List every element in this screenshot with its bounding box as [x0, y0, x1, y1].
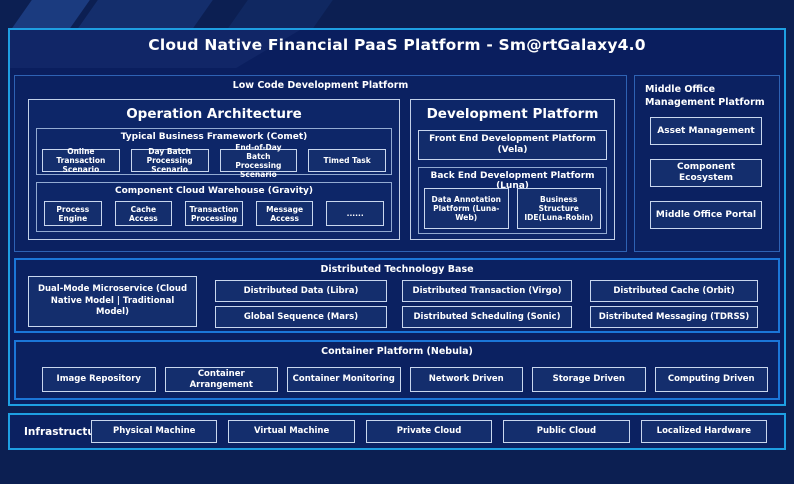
- box-physical-machine: Physical Machine: [91, 420, 218, 443]
- infrastructure-items-row: Physical Machine Virtual Machine Private…: [91, 420, 768, 443]
- page-title: Cloud Native Financial PaaS Platform - S…: [148, 36, 646, 54]
- box-day-batch-processing-scenario: Day Batch Processing Scenario: [130, 147, 209, 174]
- box-localized-hardware: Localized Hardware: [640, 420, 768, 443]
- box-container-monitoring: Container Monitoring: [287, 367, 401, 392]
- decorative-diagonal-band: [78, 0, 213, 28]
- decorative-diagonal-band: [228, 0, 333, 28]
- box-transaction-processing: Transaction Processing: [185, 201, 243, 226]
- box-online-transaction-scenario: Online Transaction Scenario: [42, 147, 120, 174]
- decorative-diagonal-band: [12, 0, 90, 28]
- box-dual-mode-microservice: Dual-Mode Microservice (Cloud Native Mod…: [28, 276, 197, 327]
- box-distributed-scheduling: Distributed Scheduling (Sonic): [402, 306, 572, 328]
- distributed-label: Distributed Technology Base: [320, 264, 474, 275]
- box-virtual-machine: Virtual Machine: [228, 420, 355, 443]
- box-private-cloud: Private Cloud: [365, 420, 493, 443]
- box-image-repository: Image Repository: [42, 367, 156, 392]
- box-public-cloud: Public Cloud: [503, 420, 630, 443]
- framework-items-row: Online Transaction Scenario Day Batch Pr…: [42, 143, 386, 179]
- box-front-end-development-platform: Front End Development Platform (Vela): [418, 130, 607, 160]
- box-distributed-transaction: Distributed Transaction (Virgo): [402, 280, 572, 302]
- box-timed-task: Timed Task: [308, 149, 386, 172]
- box-global-sequence: Global Sequence (Mars): [215, 306, 387, 328]
- framework-label: Typical Business Framework (Comet): [120, 132, 308, 142]
- box-ellipsis: ......: [326, 201, 384, 226]
- low-code-label: Low Code Development Platform: [232, 80, 409, 91]
- box-middle-office-portal: Middle Office Portal: [650, 201, 762, 229]
- operation-architecture-title: Operation Architecture: [126, 106, 302, 122]
- middle-office-label: Middle Office Management Platform: [645, 84, 765, 108]
- box-distributed-cache: Distributed Cache (Orbit): [590, 280, 758, 302]
- warehouse-items-row: Process Engine Cache Access Transaction …: [44, 201, 384, 226]
- box-data-annotation-platform: Data Annotation Platform (Luna-Web): [424, 188, 509, 229]
- container-items-row: Image Repository Container Arrangement C…: [42, 367, 768, 392]
- box-computing-driven: Computing Driven: [654, 367, 768, 392]
- box-end-of-day-batch-processing-scenario: End-of-Day Batch Processing Scenario: [219, 143, 298, 179]
- box-process-engine: Process Engine: [44, 201, 102, 226]
- box-network-driven: Network Driven: [409, 367, 523, 392]
- infrastructure-label: Infrastructure: [24, 425, 108, 438]
- back-end-items-row: Data Annotation Platform (Luna-Web) Busi…: [424, 188, 601, 229]
- box-storage-driven: Storage Driven: [532, 367, 646, 392]
- warehouse-label: Component Cloud Warehouse (Gravity): [114, 186, 314, 196]
- box-container-arrangement: Container Arrangement: [164, 367, 278, 392]
- box-cache-access: Cache Access: [114, 201, 173, 226]
- box-asset-management: Asset Management: [650, 117, 762, 145]
- box-distributed-data: Distributed Data (Libra): [215, 280, 387, 302]
- back-end-label: Back End Development Platform (Luna): [430, 171, 595, 191]
- box-message-access: Message Access: [255, 201, 314, 226]
- box-distributed-messaging: Distributed Messaging (TDRSS): [590, 306, 758, 328]
- development-platform-title: Development Platform: [426, 106, 599, 122]
- box-business-structure-ide: Business Structure IDE(Luna-Robin): [516, 188, 601, 229]
- box-component-ecosystem: Component Ecosystem: [650, 159, 762, 187]
- container-platform-label: Container Platform (Nebula): [321, 346, 473, 357]
